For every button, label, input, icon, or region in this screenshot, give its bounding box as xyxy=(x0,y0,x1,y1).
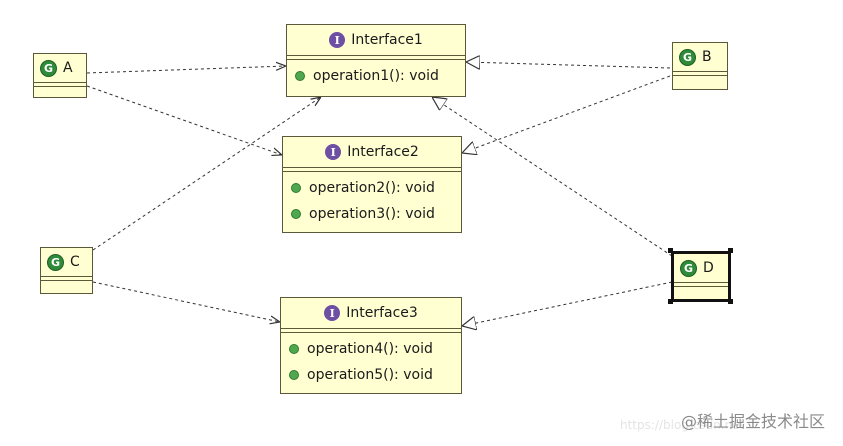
realization-d-interface1 xyxy=(432,97,673,257)
dependency-a-interface2 xyxy=(86,85,282,155)
interface-icon: I xyxy=(329,32,346,48)
selection-handle[interactable] xyxy=(668,248,673,253)
method-dot-icon xyxy=(295,71,305,81)
class-a-box[interactable]: G A xyxy=(33,53,87,98)
class-c-separator xyxy=(41,276,92,281)
selection-handle[interactable] xyxy=(668,299,673,304)
realization-b-interface2 xyxy=(462,75,671,153)
interface1-op-1: operation1(): void xyxy=(287,63,465,89)
class-c-title: C xyxy=(70,254,80,270)
class-c-box[interactable]: G C xyxy=(40,247,93,294)
class-icon: G xyxy=(47,253,64,271)
interface2-title: Interface2 xyxy=(347,144,419,160)
interface-icon: I xyxy=(324,305,341,321)
watermark-url: https://blog.csdn.net xyxy=(620,418,745,432)
dependency-c-interface1 xyxy=(92,97,321,251)
selection-handle[interactable] xyxy=(728,299,733,304)
interface2-separator xyxy=(283,167,461,172)
method-dot-icon xyxy=(291,209,301,219)
interface3-title: Interface3 xyxy=(346,305,418,321)
class-b-separator xyxy=(673,71,727,76)
dependency-c-interface3 xyxy=(92,281,280,322)
interface2-box[interactable]: I Interface2 operation2(): void operatio… xyxy=(282,136,462,233)
realization-b-interface1 xyxy=(466,62,671,68)
watermark: @稀土掘金技术社区 xyxy=(680,412,825,431)
interface1-separator xyxy=(287,55,465,60)
class-icon: G xyxy=(40,59,57,77)
class-b-box[interactable]: G B xyxy=(672,42,728,90)
class-a-separator xyxy=(34,82,86,87)
interface2-op-1: operation2(): void xyxy=(283,175,461,201)
method-dot-icon xyxy=(291,183,301,193)
interface-icon: I xyxy=(325,144,342,160)
interface3-op-2: operation5(): void xyxy=(281,362,461,388)
class-icon: G xyxy=(679,48,696,66)
interface3-op-1: operation4(): void xyxy=(281,336,461,362)
interface1-box[interactable]: I Interface1 operation1(): void xyxy=(286,24,466,97)
method-dot-icon xyxy=(289,370,299,380)
class-icon: G xyxy=(680,259,697,277)
realization-d-interface3 xyxy=(462,281,673,326)
class-d-title: D xyxy=(703,260,714,276)
selection-handle[interactable] xyxy=(728,248,733,253)
class-d-box[interactable]: G D xyxy=(671,251,731,302)
class-d-separator xyxy=(674,282,728,287)
method-dot-icon xyxy=(289,344,299,354)
interface2-op-2: operation3(): void xyxy=(283,201,461,227)
interface3-separator xyxy=(281,328,461,333)
interface3-box[interactable]: I Interface3 operation4(): void operatio… xyxy=(280,297,462,394)
class-a-title: A xyxy=(63,60,73,76)
class-b-title: B xyxy=(702,49,712,65)
interface1-title: Interface1 xyxy=(351,32,423,48)
dependency-a-interface1 xyxy=(86,66,286,74)
